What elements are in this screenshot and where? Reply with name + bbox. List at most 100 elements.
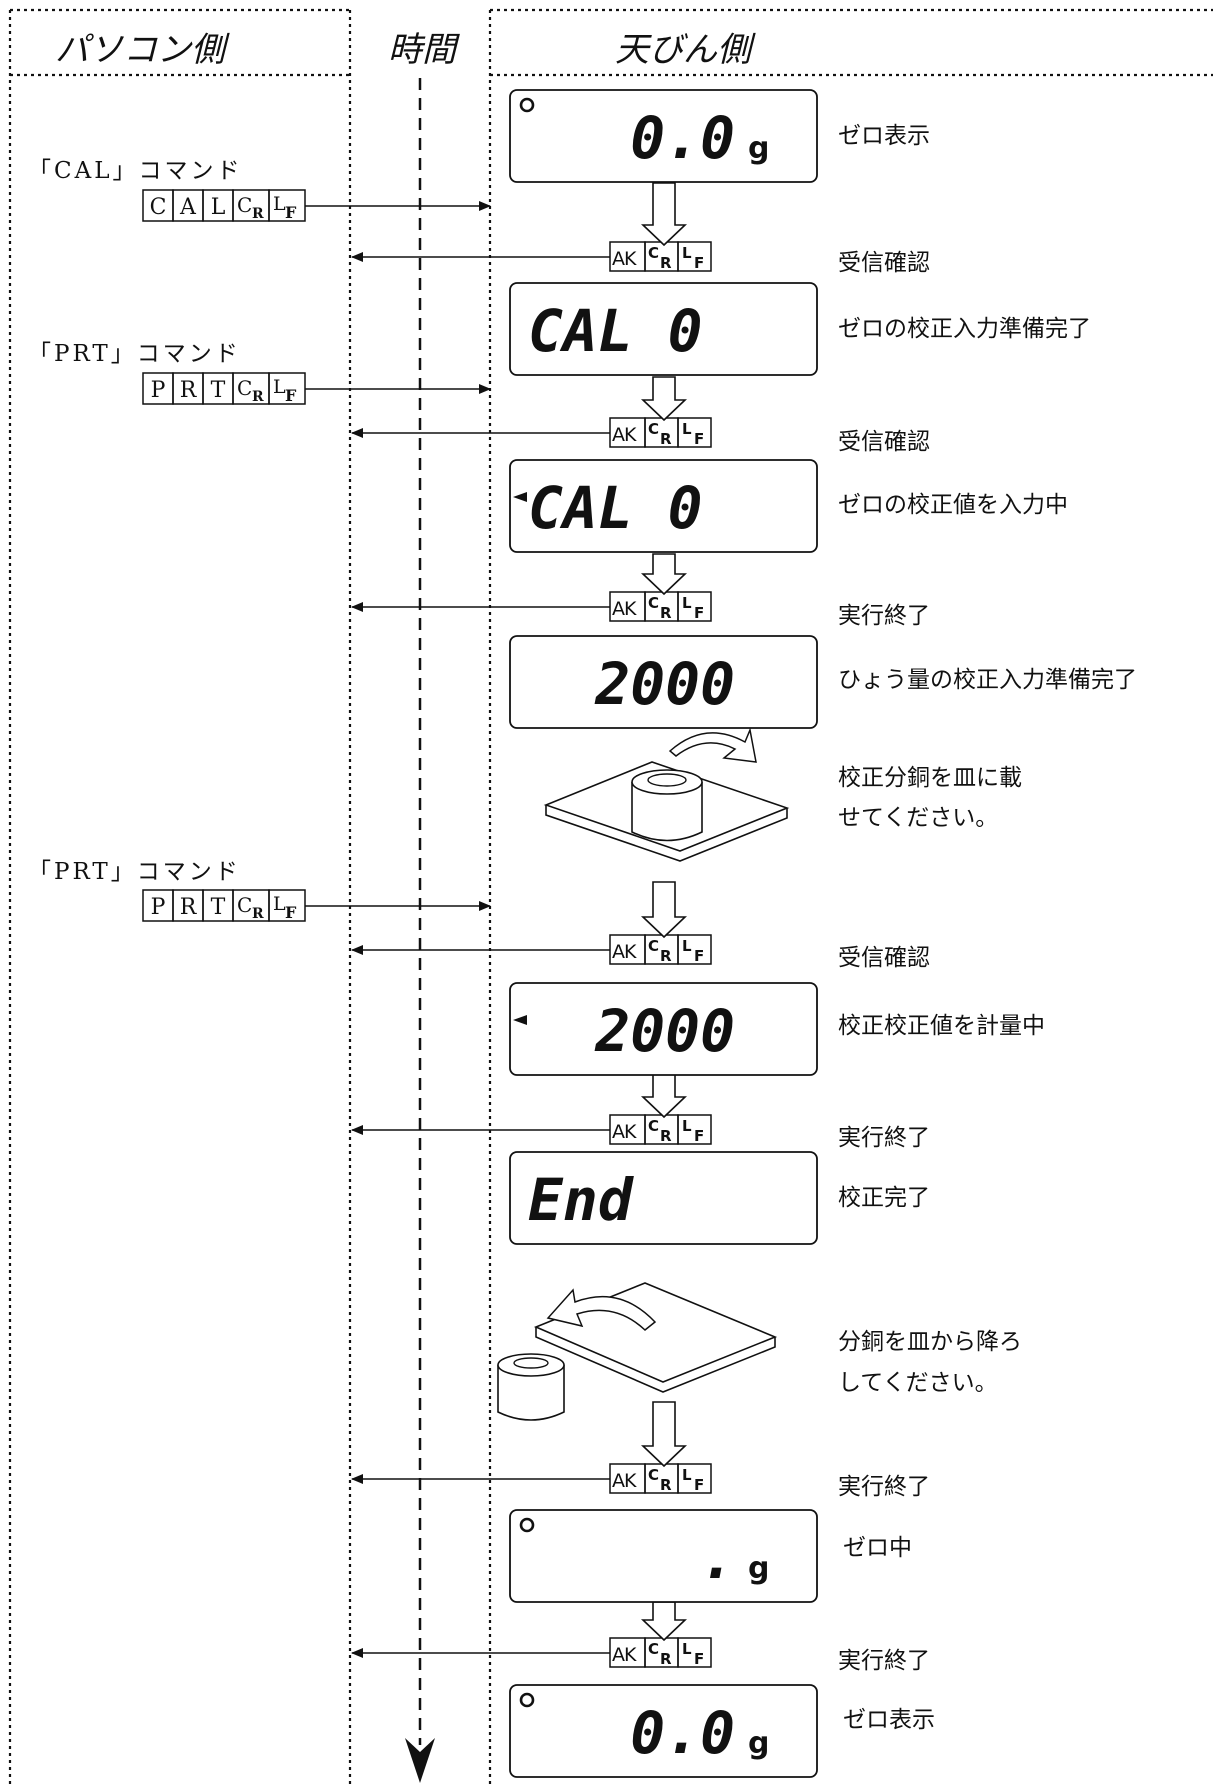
ack-cr-char: C: [648, 1640, 659, 1658]
cr-char: C: [237, 193, 252, 217]
ack-cr-sub-char: R: [660, 430, 672, 448]
note-exec-end-3: 実行終了: [838, 1474, 930, 1500]
ack-cr-sub-char: R: [660, 1650, 672, 1668]
cr-sub-char: R: [252, 906, 264, 922]
display-frame: [509, 282, 818, 376]
ack-lf-char: L: [682, 1117, 692, 1135]
note-zeroing: ゼロ中: [843, 1535, 912, 1561]
note-span-measuring: 校正校正値を計量中: [838, 1013, 1045, 1039]
command-char: A: [179, 195, 197, 220]
stable-indicator-icon: [519, 1692, 535, 1708]
place-weight-illustration: [543, 727, 790, 862]
note-exec-end-4: 実行終了: [838, 1648, 930, 1674]
ack-char: AK: [612, 941, 637, 963]
calibration-weight-body: [631, 782, 703, 842]
ack-lf-cell: [677, 1637, 712, 1668]
command-char: L: [211, 195, 226, 220]
weighing-pan-edge: [545, 805, 788, 862]
balance-side-header: 天びん側: [615, 30, 751, 70]
ack-lf-sub-char: F: [694, 1127, 704, 1145]
command-char: P: [151, 895, 166, 920]
curved-place-arrow-icon: [668, 727, 757, 763]
note-ack-received-3: 受信確認: [838, 945, 930, 971]
ack-char: AK: [612, 424, 637, 446]
ack-frame-4: [351, 1114, 712, 1145]
display-unit: g: [748, 1551, 769, 1586]
lf-sub-char: F: [285, 386, 297, 405]
ack-lf-char: L: [682, 937, 692, 955]
ack-lf-sub-char: F: [694, 1476, 704, 1494]
flow-down-arrow-0: [641, 182, 687, 247]
balance-display-4: 2000: [509, 982, 818, 1076]
note-cal-complete: 校正完了: [838, 1185, 930, 1211]
command-char: T: [211, 378, 226, 403]
removed-weight-knob: [513, 1357, 549, 1369]
ack-cr-char: C: [648, 420, 659, 438]
ack-char: AK: [612, 1121, 637, 1143]
cr-sub-char: R: [252, 389, 264, 405]
display-frame: [509, 1684, 818, 1778]
note-zero-display: ゼロ表示: [838, 123, 930, 149]
ack-cr-char: C: [648, 1466, 659, 1484]
display-unit: g: [748, 131, 769, 166]
ack-cr-sub-char: R: [660, 1127, 672, 1145]
ack-char: AK: [612, 598, 637, 620]
ack-lf-sub-char: F: [694, 604, 704, 622]
balance-display-5: End: [509, 1151, 818, 1245]
ack-lf-sub-char: F: [694, 947, 704, 965]
display-readout: CAL 0: [528, 474, 703, 542]
lf-char: L: [273, 376, 286, 398]
note-ack-received-2: 受信確認: [838, 429, 930, 455]
time-axis-arrowhead: [405, 1738, 435, 1783]
note-place-weight-2: せてください。: [838, 805, 999, 831]
ack-lf-char: L: [682, 1466, 692, 1484]
command-frame-2: [142, 889, 491, 922]
ack-frame-0: [351, 241, 712, 272]
command-frame-0: [142, 189, 491, 222]
note-ack-received-1: 受信確認: [838, 250, 930, 276]
ack-cr-char: C: [648, 594, 659, 612]
ack-char: AK: [612, 248, 637, 270]
flow-down-arrow-5: [641, 1401, 687, 1468]
cr-char: C: [237, 893, 252, 917]
ack-lf-sub-char: F: [694, 1650, 704, 1668]
command-char: R: [180, 895, 198, 920]
ack-cr-char: C: [648, 1117, 659, 1135]
display-frame: [509, 459, 818, 553]
flow-down-arrow-2: [641, 553, 687, 596]
calibration-weight-knob: [647, 773, 687, 787]
display-frame: [509, 982, 818, 1076]
curved-remove-arrow-icon: [546, 1288, 657, 1331]
time-header: 時間: [388, 30, 456, 70]
note-exec-end-2: 実行終了: [838, 1125, 930, 1151]
process-marker-icon: [513, 1015, 527, 1025]
display-readout: .: [700, 1524, 735, 1592]
flow-down-arrow-1: [641, 376, 687, 422]
display-readout: 2000: [594, 650, 735, 718]
command-char: C: [150, 195, 167, 220]
display-readout: End: [528, 1166, 635, 1234]
ack-lf-sub-char: F: [694, 254, 704, 272]
display-frame: [509, 635, 818, 729]
ack-lf-cell: [677, 934, 712, 965]
stable-indicator-icon: [519, 97, 535, 113]
flow-down-arrow-6: [641, 1601, 687, 1642]
note-remove-weight-1: 分銅を皿から降ろ: [838, 1329, 1022, 1355]
lf-sub-char: F: [285, 203, 297, 222]
stable-indicator-icon: [519, 1517, 535, 1533]
display-frame: [509, 1509, 818, 1603]
prt-command-label-1: 「PRT」コマンド: [28, 341, 241, 367]
ack-lf-char: L: [682, 420, 692, 438]
display-readout: 2000: [594, 997, 735, 1065]
weighing-pan-edge: [535, 1327, 776, 1393]
balance-display-3: 2000: [509, 635, 818, 729]
command-char: R: [180, 378, 198, 403]
ack-lf-char: L: [682, 594, 692, 612]
command-frame-1: [142, 372, 491, 405]
note-exec-end-1: 実行終了: [838, 603, 930, 629]
removed-weight-top: [497, 1353, 565, 1377]
ack-lf-char: L: [682, 244, 692, 262]
cr-char: C: [237, 376, 252, 400]
